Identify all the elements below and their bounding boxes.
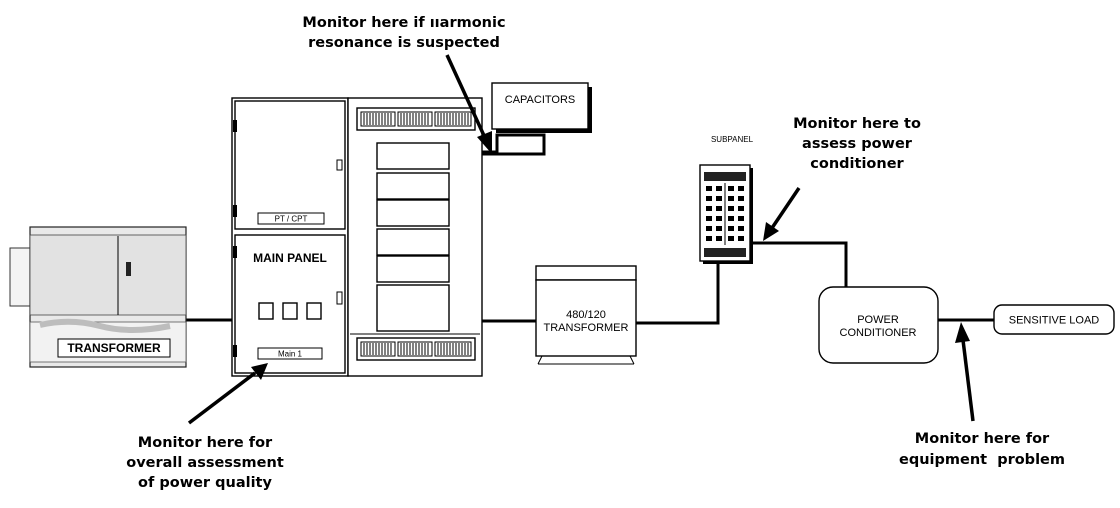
arrow-equipment-head <box>955 322 970 343</box>
annotation-overall-line-3: of power quality <box>138 475 272 491</box>
power-conditioner-label-2: CONDITIONER <box>840 327 917 339</box>
arrow-equipment-shaft <box>961 339 975 422</box>
meter-2 <box>282 302 298 320</box>
sensitive-load-label: SENSITIVE LOAD <box>1009 315 1100 327</box>
step-down-transformer-feet <box>537 355 635 365</box>
transformer-shading <box>39 318 171 333</box>
capacitors: CAPACITORS <box>491 82 592 133</box>
power-conditioner: POWER CONDITIONER <box>818 286 939 364</box>
annotation-harmonic-line-1: Monitor here if ııarmonic <box>302 15 505 31</box>
subpanel-breakers <box>706 186 744 241</box>
arrow-power-conditioner-shaft <box>770 187 801 229</box>
subpanel-top-bus <box>704 172 746 181</box>
annotation-equipment-line-2: equipment problem <box>899 452 1065 468</box>
step-down-transformer-label-2: TRANSFORMER <box>544 322 629 334</box>
sensitive-load: SENSITIVE LOAD <box>993 304 1115 335</box>
arrow-overall-shaft <box>187 371 257 425</box>
main-panel-cabinet: PT / CPT MAIN PANEL Main 1 <box>231 97 349 377</box>
annotation-harmonic-line-2: resonance is suspected <box>308 35 500 51</box>
annotation-harmonic: Monitor here if ııarmonic resonance is s… <box>302 15 506 154</box>
upper-hinge-2 <box>233 205 237 217</box>
arrow-harmonic-head <box>477 131 492 154</box>
pt-cpt-label: PT / CPT <box>275 215 308 224</box>
pt-cpt-label-plate <box>257 212 325 225</box>
pt-cpt-compartment <box>234 100 346 230</box>
transformer-label-box <box>57 338 171 358</box>
subpanel-label: SUBPANEL <box>711 135 754 144</box>
subpanel-bottom-bus <box>704 248 746 257</box>
source-transformer: TRANSFORMER <box>9 226 187 368</box>
annotation-equipment: Monitor here for equipment problem <box>899 322 1065 468</box>
meter-1 <box>258 302 274 320</box>
step-down-transformer-top <box>535 265 637 281</box>
step-down-transformer: 480/120 TRANSFORMER <box>535 265 637 365</box>
capacitors-box <box>491 82 589 130</box>
annotation-power-conditioner: Monitor here to assess power conditioner <box>763 116 921 241</box>
bottom-vent-grilles <box>360 341 472 357</box>
breaker-3 <box>376 199 450 227</box>
breaker-6 <box>376 284 450 332</box>
wiring <box>186 133 994 325</box>
annotation-overall-line-1: Monitor here for <box>138 435 273 451</box>
feeder-switchgear <box>347 97 483 377</box>
step-down-transformer-body <box>535 279 637 357</box>
arrow-overall-head <box>251 363 268 380</box>
arrow-power-conditioner-head <box>763 222 779 241</box>
transformer-side-fin <box>9 247 33 307</box>
annotation-power-conditioner-line-2: assess power <box>802 136 913 152</box>
annotation-overall: Monitor here for overall assessment of p… <box>126 363 284 491</box>
sensitive-load-box <box>993 304 1115 335</box>
wire-subpanel-to-power-conditioner <box>752 241 848 287</box>
main-switch-label: Main 1 <box>278 350 303 359</box>
arrow-harmonic-shaft <box>445 54 488 141</box>
lower-hinge-2 <box>233 345 237 357</box>
step-down-transformer-label-1: 480/120 <box>566 309 606 321</box>
upper-hinge-1 <box>233 120 237 132</box>
annotation-power-conditioner-line-3: conditioner <box>810 156 904 172</box>
breaker-2 <box>376 172 450 200</box>
main-panel-label: MAIN PANEL <box>253 251 327 265</box>
transformer-label: TRANSFORMER <box>67 341 161 355</box>
breaker-1 <box>376 142 450 170</box>
capacitors-label: CAPACITORS <box>505 94 576 106</box>
wire-capacitors-to-switchgear <box>482 133 546 156</box>
main-switch-label-plate <box>257 347 323 360</box>
subpanel: SUBPANEL <box>699 135 754 264</box>
transformer-handle <box>126 262 131 276</box>
lower-hinge-1 <box>233 246 237 258</box>
power-conditioner-box <box>818 286 939 364</box>
breaker-4 <box>376 228 450 256</box>
transformer-top-section <box>29 234 187 316</box>
top-vent-grilles <box>360 111 472 127</box>
power-conditioner-label-1: POWER <box>857 314 899 326</box>
upper-latch <box>336 159 343 171</box>
breaker-5 <box>376 255 450 283</box>
wire-480-transformer-to-subpanel <box>636 262 720 325</box>
meter-3 <box>306 302 322 320</box>
annotation-power-conditioner-line-1: Monitor here to <box>793 116 921 132</box>
annotation-overall-line-2: overall assessment <box>126 455 284 471</box>
lower-latch <box>336 291 343 305</box>
annotation-equipment-line-1: Monitor here for <box>915 431 1050 447</box>
